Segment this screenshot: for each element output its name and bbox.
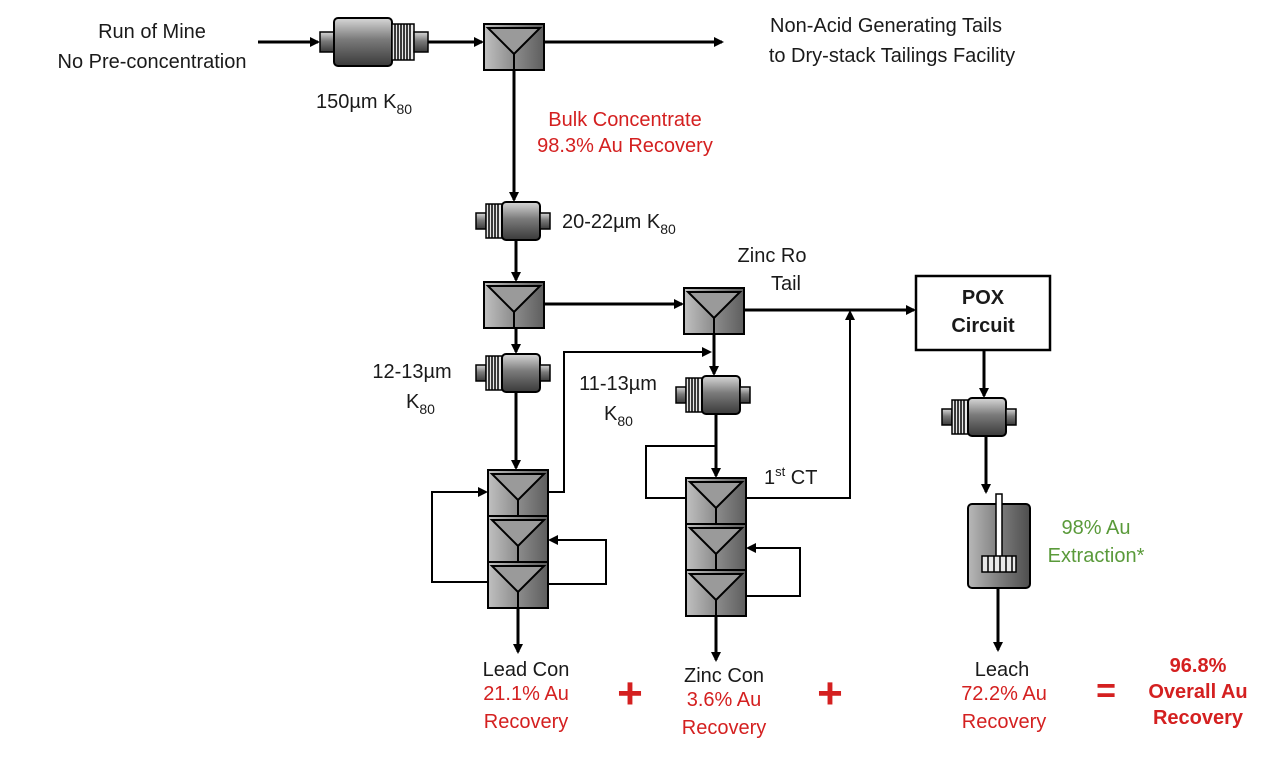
- lead-con-title: Lead Con: [483, 659, 570, 681]
- lead-regrind-mill-icon: [475, 353, 551, 393]
- flow-lines: [258, 37, 1003, 662]
- extraction-label-line2: Extraction*: [1048, 545, 1145, 567]
- overall-recovery-line2: Overall Au: [1148, 681, 1247, 703]
- lead-rougher-cell-icon: [483, 281, 545, 329]
- first-cleaner-tail-label: 1st CT: [764, 464, 817, 489]
- primary-grind-size: 150µm K80: [316, 91, 412, 117]
- lead-con-recovery-line1: 21.1% Au: [483, 683, 569, 705]
- regrind-size: 20-22µm K80: [562, 211, 676, 237]
- leach-recovery-line2: Recovery: [962, 711, 1046, 733]
- leach-title: Leach: [975, 659, 1030, 681]
- pox-label-line1: POX: [962, 287, 1005, 309]
- feed-label-line1: Run of Mine: [98, 21, 206, 43]
- regrind-mill-icon: [475, 201, 551, 241]
- feed-label-line2: No Pre-concentration: [58, 51, 247, 73]
- pox-regrind-mill-icon: [941, 397, 1017, 437]
- zinc-con-recovery-line1: 3.6% Au: [687, 689, 762, 711]
- bulk-concentrate-label-line1: Bulk Concentrate: [548, 109, 701, 131]
- rougher-flotation-cell-icon: [483, 23, 545, 71]
- equals-sign: =: [1096, 672, 1116, 710]
- lead-regrind-size-line2: K80: [406, 391, 435, 417]
- leach-recovery-line1: 72.2% Au: [961, 683, 1047, 705]
- tails-label-line2: to Dry-stack Tailings Facility: [769, 45, 1015, 67]
- bulk-concentrate-label-line2: 98.3% Au Recovery: [537, 135, 713, 157]
- lead-regrind-size-line1: 12-13µm: [372, 361, 451, 383]
- lead-con-recovery-line2: Recovery: [484, 711, 568, 733]
- plus-sign-1: +: [617, 669, 643, 718]
- zinc-con-recovery-line2: Recovery: [682, 717, 766, 739]
- zinc-con-title: Zinc Con: [684, 665, 764, 687]
- pox-circuit-box: [914, 274, 1052, 352]
- tails-label-line1: Non-Acid Generating Tails: [770, 15, 1002, 37]
- lead-cleaner-cells-icon: [487, 469, 549, 609]
- overall-recovery-line3: Recovery: [1153, 707, 1244, 729]
- extraction-label-line1: 98% Au: [1062, 517, 1131, 539]
- zinc-regrind-size-line2: K80: [604, 403, 633, 429]
- zinc-rougher-cell-icon: [683, 287, 745, 335]
- zinc-ro-tail-line2: Tail: [771, 273, 801, 295]
- zinc-regrind-size-line1: 11-13µm: [579, 373, 657, 395]
- zinc-ro-tail-line1: Zinc Ro: [738, 245, 807, 267]
- overall-recovery-line1: 96.8%: [1170, 655, 1227, 677]
- plus-sign-2: +: [817, 669, 843, 718]
- pox-label-line2: Circuit: [951, 315, 1015, 337]
- leach-tank-icon: [967, 493, 1031, 589]
- zinc-regrind-mill-icon: [675, 375, 751, 415]
- primary-grinding-mill-icon: [319, 17, 429, 67]
- zinc-cleaner-cells-icon: [685, 477, 747, 617]
